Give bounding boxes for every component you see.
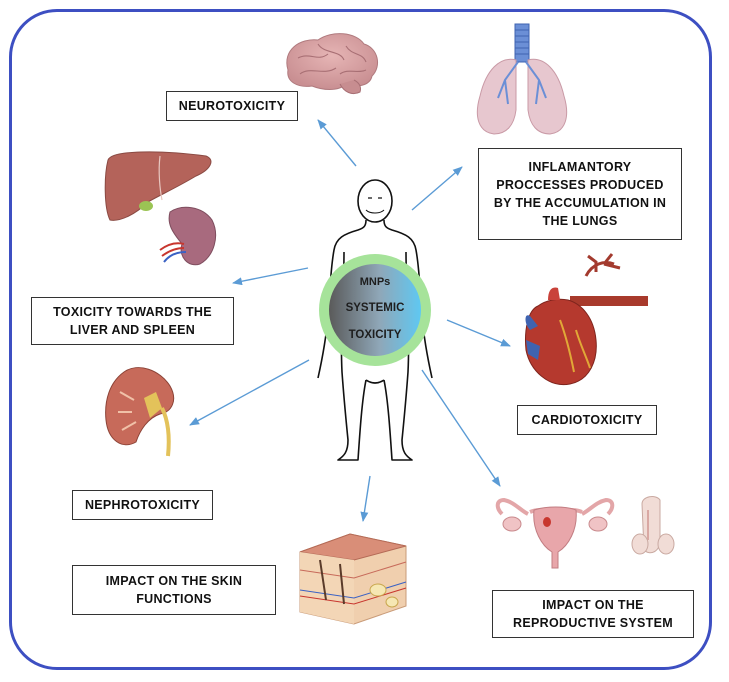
mnps-disc bbox=[319, 254, 431, 366]
center-label-line2: SYSTEMIC bbox=[345, 302, 405, 314]
skin-icon bbox=[299, 533, 407, 625]
arrow-skin bbox=[360, 475, 371, 522]
arrow-lungs bbox=[411, 166, 463, 211]
lungs-icon bbox=[476, 23, 568, 135]
heart-icon bbox=[525, 253, 648, 386]
center-label-line3: TOXICITY bbox=[348, 329, 402, 341]
male-reproductive-icon bbox=[631, 496, 675, 555]
label-liver-spleen-toxicity: TOXICITY TOWARDS THE LIVER AND SPLEEN bbox=[31, 297, 234, 345]
female-reproductive-icon bbox=[495, 497, 615, 569]
arrows bbox=[189, 119, 511, 522]
rounded-frame bbox=[9, 9, 712, 670]
center-label-line1: MNPs bbox=[359, 276, 391, 288]
label-reproductive-impact: IMPACT ON THE REPRODUCTIVE SYSTEM bbox=[492, 590, 694, 638]
label-skin-impact: IMPACT ON THE SKIN FUNCTIONS bbox=[72, 565, 276, 615]
spleen-icon bbox=[159, 206, 216, 266]
kidney-icon bbox=[105, 367, 175, 457]
arrow-neuro bbox=[317, 119, 357, 167]
arrow-liver bbox=[232, 267, 309, 286]
arrow-cardio bbox=[446, 319, 511, 347]
liver-icon bbox=[104, 151, 212, 221]
label-neurotoxicity: NEUROTOXICITY bbox=[166, 91, 298, 121]
arrow-repro bbox=[421, 369, 501, 487]
label-lung-inflammation: INFLAMANTORY PROCCESSES PRODUCED BY THE … bbox=[478, 148, 682, 240]
label-cardiotoxicity: CARDIOTOXICITY bbox=[517, 405, 657, 435]
arrow-nephro bbox=[189, 359, 310, 426]
label-nephrotoxicity: NEPHROTOXICITY bbox=[72, 490, 213, 520]
brain-icon bbox=[286, 33, 379, 95]
